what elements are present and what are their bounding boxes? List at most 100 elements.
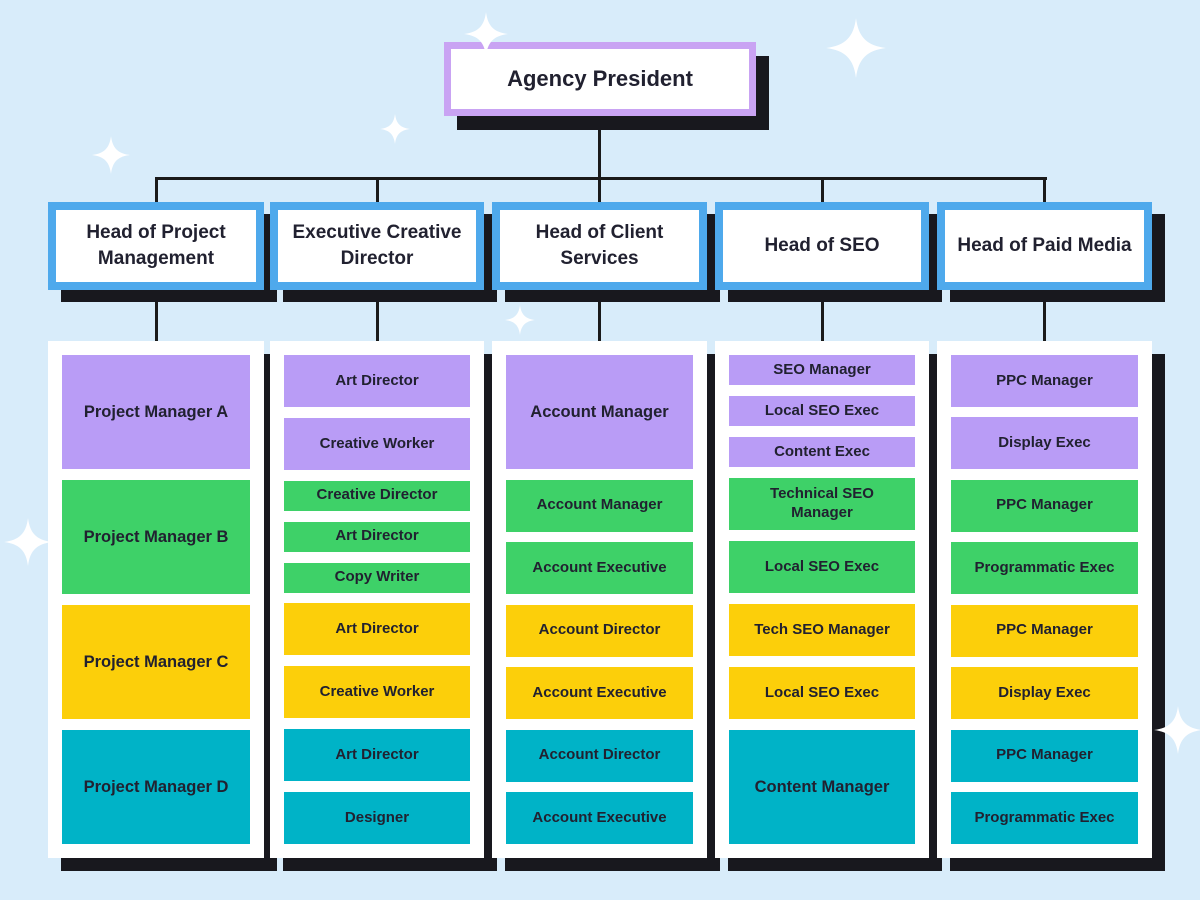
department-head-label: Head of Client Services xyxy=(535,222,664,269)
role-label: Programmatic Exec xyxy=(974,558,1115,576)
role-label: Project Manager B xyxy=(83,527,229,546)
connector-head-stub xyxy=(598,177,601,205)
role-label: Copy Writer xyxy=(334,568,420,586)
department-head-label: Head of SEO xyxy=(764,235,880,257)
role-box: Project Manager D xyxy=(62,730,250,844)
role-label: Art Director xyxy=(335,620,419,637)
role-label: Content Exec xyxy=(774,442,870,460)
president-label: Agency President xyxy=(507,66,693,91)
role-box: Designer xyxy=(284,792,470,844)
role-box: Tech SEO Manager xyxy=(729,604,915,656)
role-box: Display Exec xyxy=(951,417,1138,470)
role-label: Account Director xyxy=(538,746,661,764)
connector-column-stub xyxy=(375,289,379,343)
role-label: Designer xyxy=(344,808,410,826)
sparkle-icon xyxy=(380,114,410,144)
connector-head-stub xyxy=(820,177,824,205)
role-box: Account Executive xyxy=(506,792,693,844)
role-box: Display Exec xyxy=(951,667,1138,720)
role-box: Programmatic Exec xyxy=(951,791,1138,844)
role-label: Art Director xyxy=(335,371,419,389)
role-box: Content Manager xyxy=(729,730,915,844)
connector-column-stub xyxy=(154,289,158,343)
role-label: Content Manager xyxy=(754,777,890,796)
role-label: Tech SEO Manager xyxy=(754,620,890,638)
role-box: Programmatic Exec xyxy=(951,542,1138,595)
role-label: Creative Director xyxy=(316,486,438,504)
role-label: Local SEO Exec xyxy=(764,557,880,575)
department-head-box: Head of Paid Media xyxy=(937,202,1152,290)
role-box: Project Manager B xyxy=(62,480,250,594)
department-roles-panel: Project Manager A Project Manager B Projec… xyxy=(48,341,264,858)
role-box: SEO Manager xyxy=(729,355,915,385)
role-label: Project Manager C xyxy=(83,652,229,671)
role-box: Local SEO Exec xyxy=(729,396,915,426)
role-label: PPC Manager xyxy=(996,746,1093,764)
sparkle-icon xyxy=(4,518,52,566)
role-box: Account Executive xyxy=(506,542,693,594)
connector-column-stub xyxy=(598,289,601,343)
role-box: Creative Worker xyxy=(284,666,470,719)
role-box: PPC Manager xyxy=(951,604,1138,657)
role-box: Art Director xyxy=(284,729,470,782)
role-label: Creative Worker xyxy=(319,682,435,700)
role-box: PPC Manager xyxy=(951,479,1138,532)
role-box: Account Director xyxy=(506,604,693,657)
role-label: Local SEO Exec xyxy=(764,683,880,701)
role-box: Account Director xyxy=(506,729,693,782)
role-label: Account Manager xyxy=(530,402,669,421)
role-label: SEO Manager xyxy=(773,360,871,378)
role-box: Local SEO Exec xyxy=(729,541,915,593)
role-box: Creative Worker xyxy=(284,417,470,470)
connector-column-stub xyxy=(820,289,824,343)
role-box: Account Manager xyxy=(506,355,693,469)
role-box: PPC Manager xyxy=(951,729,1138,782)
role-box: Art Director xyxy=(284,603,470,656)
department-head-label: Head of Project Management xyxy=(86,222,226,269)
role-label: Display Exec xyxy=(998,434,1091,452)
role-label: Project Manager A xyxy=(83,402,229,421)
department-head-box: Executive Creative Director xyxy=(270,202,484,290)
connector-column-stub xyxy=(1043,289,1046,343)
role-box: Project Manager A xyxy=(62,355,250,469)
role-label: PPC Manager xyxy=(996,621,1093,639)
role-box: Content Exec xyxy=(729,437,915,467)
role-label: Account Director xyxy=(538,621,661,639)
president-box: Agency President xyxy=(444,42,756,116)
department-head-box: Head of SEO xyxy=(715,202,929,290)
sparkle-icon xyxy=(826,18,886,78)
connector-horizontal-bar xyxy=(155,177,1047,180)
department-head-label: Executive Creative Director xyxy=(292,222,462,269)
role-label: Technical SEO Manager xyxy=(770,485,874,521)
role-label: PPC Manager xyxy=(996,371,1093,389)
role-box: Technical SEO Manager xyxy=(729,478,915,530)
connector-head-stub xyxy=(154,177,158,205)
role-label: Local SEO Exec xyxy=(764,401,880,419)
sparkle-icon xyxy=(505,305,535,335)
role-box: Local SEO Exec xyxy=(729,667,915,719)
role-label: Account Manager xyxy=(536,496,663,514)
connector-head-stub xyxy=(1043,177,1046,205)
role-box: Art Director xyxy=(284,355,470,407)
role-box: Project Manager C xyxy=(62,605,250,719)
role-label: Art Director xyxy=(335,745,419,763)
role-label: Display Exec xyxy=(998,683,1091,701)
sparkle-icon xyxy=(1154,706,1200,754)
role-box: Account Executive xyxy=(506,667,693,719)
role-label: Project Manager D xyxy=(83,777,229,796)
role-label: Account Executive xyxy=(532,558,667,576)
role-label: Programmatic Exec xyxy=(974,808,1115,826)
role-box: Copy Writer xyxy=(284,562,470,593)
role-label: PPC Manager xyxy=(996,496,1093,514)
role-label: Account Executive xyxy=(532,683,667,701)
role-label: Creative Worker xyxy=(319,434,435,452)
role-box: PPC Manager xyxy=(951,355,1138,407)
connector-head-stub xyxy=(375,177,379,205)
role-box: Creative Director xyxy=(284,480,470,511)
role-label: Account Executive xyxy=(532,808,667,826)
